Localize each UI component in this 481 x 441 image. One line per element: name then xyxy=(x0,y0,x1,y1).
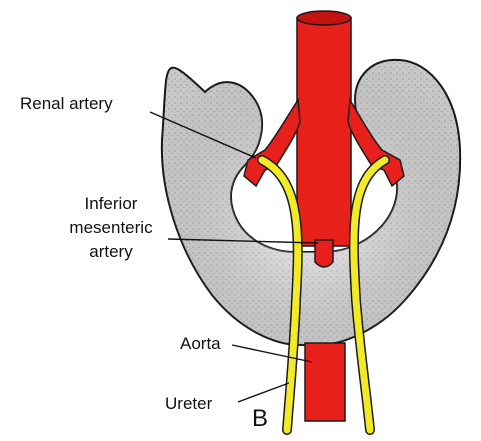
aorta-leader xyxy=(232,345,312,362)
label-aorta: Aorta xyxy=(180,333,221,354)
panel-letter: B xyxy=(252,405,268,433)
label-inferior: Inferior xyxy=(52,193,170,214)
aorta xyxy=(297,11,351,421)
label-renal-artery: Renal artery xyxy=(20,93,113,114)
label-artery: artery xyxy=(52,241,170,262)
label-ureter: Ureter xyxy=(165,393,212,414)
label-mesenteric: mesenteric xyxy=(52,217,170,238)
ureter-leader xyxy=(238,383,289,402)
